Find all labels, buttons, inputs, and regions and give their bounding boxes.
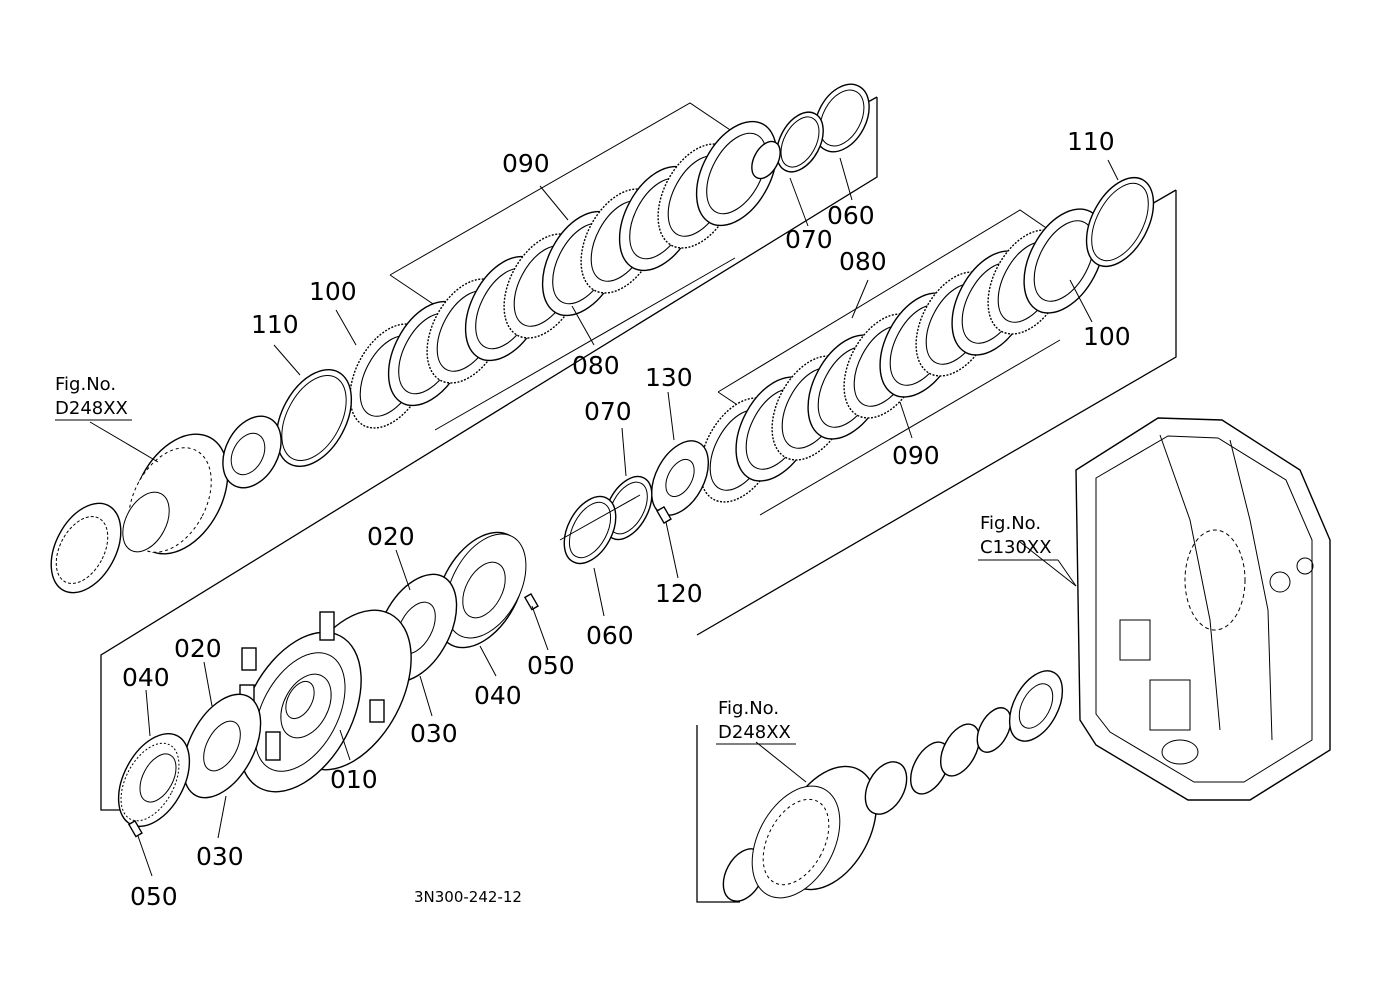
label-070-upper: 070: [785, 225, 833, 254]
label-110-right: 110: [1067, 127, 1115, 156]
label-120: 120: [655, 579, 703, 608]
label-110-upper: 110: [251, 310, 299, 339]
bearing-left-outer: [50, 502, 122, 594]
gear-d248-lower: [751, 765, 878, 899]
shaft-centerline: [559, 494, 641, 541]
svg-text:D248XX: D248XX: [718, 722, 791, 743]
svg-text:Fig.No.: Fig.No.: [718, 698, 779, 719]
thrust-plate-130: [650, 440, 710, 516]
fig-ref-d248-lower[interactable]: Fig.No. D248XX: [716, 698, 796, 745]
label-050-center: 050: [527, 651, 575, 680]
needle-bearing-mid: [864, 761, 908, 815]
snap-ring-070-lower: [603, 475, 653, 541]
label-090-upper: 090: [502, 149, 550, 178]
group-outline-lower: [696, 725, 740, 903]
label-020-center: 020: [367, 522, 415, 551]
shim-060-upper: [814, 83, 870, 153]
lower-washer-1: [910, 741, 950, 795]
label-060-lower: 060: [586, 621, 634, 650]
piston-040-center: [434, 531, 527, 649]
svg-text:D248XX: D248XX: [55, 398, 128, 419]
fig-ref-c130[interactable]: Fig.No. C130XX: [978, 513, 1077, 587]
label-040-left: 040: [122, 663, 170, 692]
snap-ring-110-upper: [275, 368, 353, 468]
label-060-upper: 060: [827, 201, 875, 230]
upper-steel-plate: [695, 120, 778, 227]
label-030-center: 030: [410, 719, 458, 748]
pin-050-left: [127, 819, 143, 838]
right-steel-plate: [1023, 208, 1105, 314]
label-030-left: 030: [196, 842, 244, 871]
label-100-right: 100: [1083, 322, 1131, 351]
drawing-code: 3N300-242-12: [414, 888, 522, 906]
gear-d248-upper: [122, 433, 229, 555]
label-100-upper: 100: [309, 277, 357, 306]
pin-050-center: [523, 592, 539, 611]
leader-lines: [89, 157, 1119, 877]
part-labels: 090 070 060 110 100 080 110 100 130 070 …: [122, 127, 1131, 911]
transmission-case-c130: [1075, 417, 1331, 801]
label-090-right: 090: [892, 441, 940, 470]
shim-060-lower: [563, 495, 617, 565]
svg-text:Fig.No.: Fig.No.: [55, 374, 116, 395]
upper-clutch-plates: [349, 120, 778, 429]
clutch-housing-010: [238, 609, 412, 793]
snap-ring-110-right: [1085, 176, 1155, 268]
lower-bearing: [1008, 670, 1064, 742]
label-010: 010: [330, 765, 378, 794]
group-outline-right: [696, 189, 1177, 636]
figure-references: Fig.No. D248XX Fig.No. C130XX Fig.No. D2…: [55, 374, 1077, 745]
small-ring-upper: [751, 140, 781, 180]
spring-plate-020-left: [182, 693, 262, 799]
label-070-lower: 070: [584, 397, 632, 426]
fig-ref-d248-upper[interactable]: Fig.No. D248XX: [55, 374, 132, 421]
label-050-left: 050: [130, 882, 178, 911]
bearing-040-left: [117, 732, 191, 828]
label-130: 130: [645, 363, 693, 392]
bearing-left-inner: [222, 415, 282, 489]
svg-text:Fig.No.: Fig.No.: [980, 513, 1041, 534]
label-080-right: 080: [839, 247, 887, 276]
snap-ring-070-upper: [776, 111, 824, 173]
svg-text:C130XX: C130XX: [980, 537, 1052, 558]
label-020-left: 020: [174, 634, 222, 663]
label-080-upper: 080: [572, 351, 620, 380]
right-clutch-plates: [699, 208, 1105, 503]
lower-washer-2: [940, 723, 980, 777]
pin-120: [656, 505, 672, 525]
label-040-center: 040: [474, 681, 522, 710]
lower-washer-3: [976, 707, 1012, 753]
